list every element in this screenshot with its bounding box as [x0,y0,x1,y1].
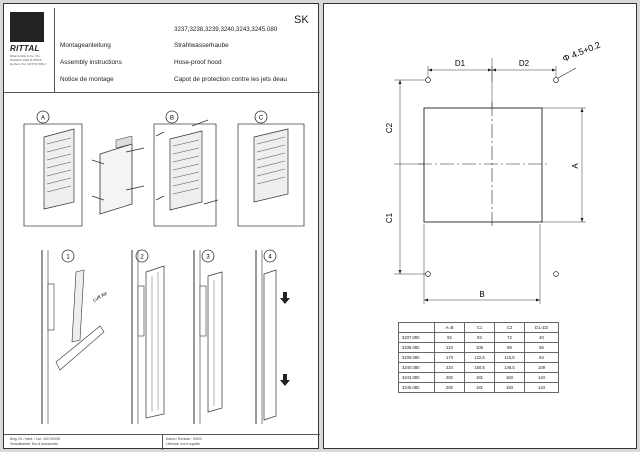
drilling-template-page: D1 D2 Φ 4.5+0.2 C2 C1 A B A=B C1 C2 D1=D… [323,3,637,449]
table-cell: 56 [524,342,559,353]
step-3-label: 3 [206,255,210,261]
table-header-row: A=B C1 C2 D1=D2 [398,322,559,333]
dim-d2-label: D2 [519,59,530,68]
header-value-en: Hose-proof hood [174,59,222,66]
step-1-label: 1 [66,255,70,261]
header-label-fr: Notice de montage [60,76,114,83]
table-cell: 3238.080 [398,342,435,353]
header-label-de: Montageanleitung [60,42,111,49]
dim-hole-label: Φ 4.5+0.2 [561,40,602,64]
dim-a-label: A [571,163,580,169]
footer-right-line-2: Lieferant: not of supplier [166,442,201,446]
step-1-illustration: 1 Luft Air [41,249,109,424]
step-a-label: A [41,116,45,122]
table-cell: 183 [494,372,525,383]
brand-address: Rittal GmbH & Co. KG Postfach 1662 D-357… [10,54,46,66]
brand-logo-text: RITTAL [10,44,40,53]
step-4-illustration: 4 [255,249,290,424]
arrow-down-icon [280,292,290,304]
step-c-label: C [259,116,264,122]
footer-left-line-2: Verwaltbarkeit: Not of accessories [10,442,59,446]
table-header-cell: D1=D2 [524,322,559,333]
table-row: 3237.080 92 93 72 40 [398,332,559,343]
table-cell: 3245.080 [398,382,435,393]
step-b-illustration: B [153,110,219,227]
table-cell: 3240.080 [398,362,435,373]
table-cell: 183 [494,382,525,393]
table-cell: 143 [524,382,559,393]
table-row: 3240.080 224 150,5 146,5 109 [398,362,559,373]
assembly-illustrations: A B [23,110,305,424]
air-callout: Luft Air [92,291,109,304]
table-cell: 115,5 [494,352,525,363]
step-a-illustration: A [23,110,145,227]
table-cell: 40 [524,332,559,343]
table-cell: 143 [524,372,559,383]
table-cell: 122,5 [464,352,495,363]
table-cell: 150,5 [464,362,495,373]
table-row: 3245.080 282 181 183 143 [398,382,559,393]
step-2-label: 2 [140,255,144,261]
dimension-table: A=B C1 C2 D1=D2 3237.080 92 93 72 40 323… [398,322,559,393]
table-row: 3243.080 282 181 183 143 [398,372,559,383]
cutout-rectangle [423,107,543,223]
table-cell: 3239.080 [398,352,435,363]
header-value-de: Strahlwasserhaube [174,42,229,49]
table-cell: 181 [464,372,495,383]
table-cell: 181 [464,382,495,393]
table-cell: 282 [434,382,465,393]
step-4-label: 4 [268,255,272,261]
table-cell: 146,5 [494,362,525,373]
table-header-cell [398,322,435,333]
mounting-holes [425,77,559,277]
step-b-label: B [170,116,174,122]
table-cell: 109 [524,362,559,373]
table-header-cell: C2 [494,322,525,333]
dim-d1-label: D1 [455,59,466,68]
table-cell: 224 [434,362,465,373]
instruction-page-left: RITTAL Rittal GmbH & Co. KG Postfach 166… [3,3,320,450]
product-code: SK [294,14,309,26]
table-row: 3238.080 124 108 88 56 [398,342,559,353]
header-label-en: Assembly instructions [60,59,122,66]
step-c-illustration: C [237,110,305,227]
arrow-down-icon [280,374,290,386]
table-cell: 92 [434,332,465,343]
table-cell: 124 [434,342,465,353]
step-3-illustration: 3 [193,249,223,424]
table-cell: 3237.080 [398,332,435,343]
dim-c1-label: C1 [385,212,394,223]
table-header-cell: A=B [434,322,465,333]
cutout-drawing: D1 D2 Φ 4.5+0.2 C2 C1 A B [385,40,602,304]
table-header-cell: C1 [464,322,495,333]
model-numbers: 3237,3238,3239,3240,3243,3245.080 [174,26,278,33]
table-cell: 108 [464,342,495,353]
table-row: 3239.080 173 122,5 115,5 84 [398,352,559,363]
header-rule [4,92,320,93]
table-cell: 282 [434,372,465,383]
dim-b-label: B [479,290,484,299]
table-cell: 84 [524,352,559,363]
header-divider [54,8,55,92]
step-2-illustration: 2 [131,249,165,424]
table-cell: 88 [494,342,525,353]
table-cell: 72 [494,332,525,343]
table-cell: 3243.080 [398,372,435,383]
footer-right-line-1: Datum / Revision : 00000 [166,437,202,441]
footer-divider [162,434,163,450]
rittal-logo-icon [10,12,44,42]
header-value-fr: Capot de protection contre les jets deau [174,76,287,83]
dim-c2-label: C2 [385,122,394,133]
table-cell: 173 [434,352,465,363]
table-cell: 93 [464,332,495,343]
footer-left-line-1: Bmg.-Nr. / Ident. / Cat.: 000 000000 [10,437,61,441]
